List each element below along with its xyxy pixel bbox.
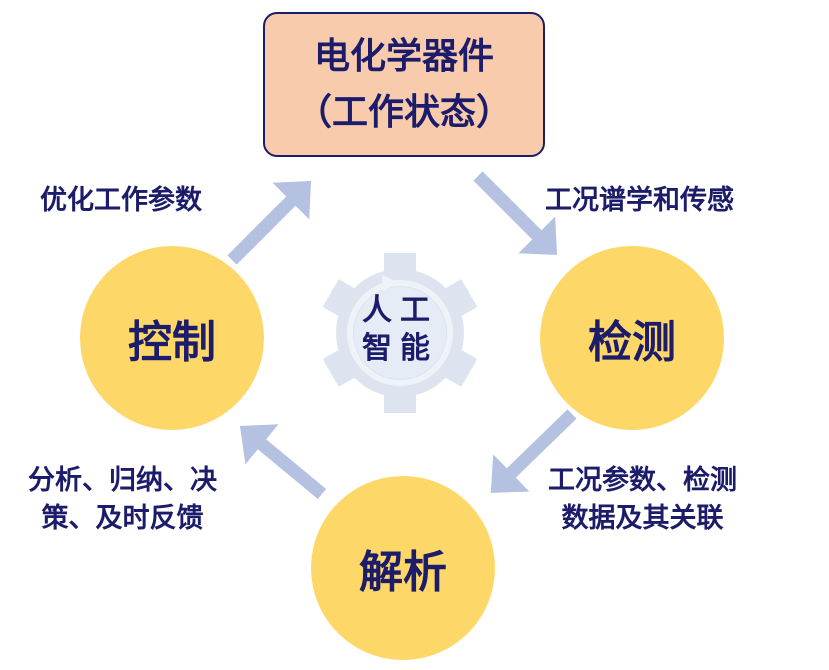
center-line1: 人工 [362,293,438,328]
gear-icon [322,253,478,413]
arrow-analysis-to-control [239,424,327,500]
edge-label-sensing: 工况谱学和传感 [545,185,734,216]
device-state: （工作状态） [295,91,512,133]
edge-label-decide: 分析、归纳、决 策、及时反馈 [28,462,217,538]
node-control: 控制 [80,246,264,430]
center-line2: 智能 [362,331,438,366]
edge-label-data: 工况参数、检测 数据及其关联 [548,462,737,538]
device-title: 电化学器件 [313,35,494,77]
edge-label-data-line1: 工况参数、检测 [548,465,737,496]
node-control-label: 控制 [128,317,216,368]
edge-label-decide-line2: 策、及时反馈 [41,503,204,534]
arrow-detection-to-analysis [490,409,577,493]
edge-label-data-line2: 数据及其关联 [561,503,724,534]
edge-label-decide-line1: 分析、归纳、决 [28,465,217,496]
edge-label-optimize: 优化工作参数 [40,185,202,216]
arrow-control-to-device [227,180,312,265]
node-detection-label: 检测 [588,317,676,368]
center-label: 人工 智能 [350,292,450,368]
device-box: 电化学器件 （工作状态） [263,12,545,157]
node-analysis: 解析 [311,476,495,660]
arrow-device-to-detection [473,171,558,256]
node-detection: 检测 [540,246,724,430]
node-analysis-label: 解析 [359,547,447,598]
